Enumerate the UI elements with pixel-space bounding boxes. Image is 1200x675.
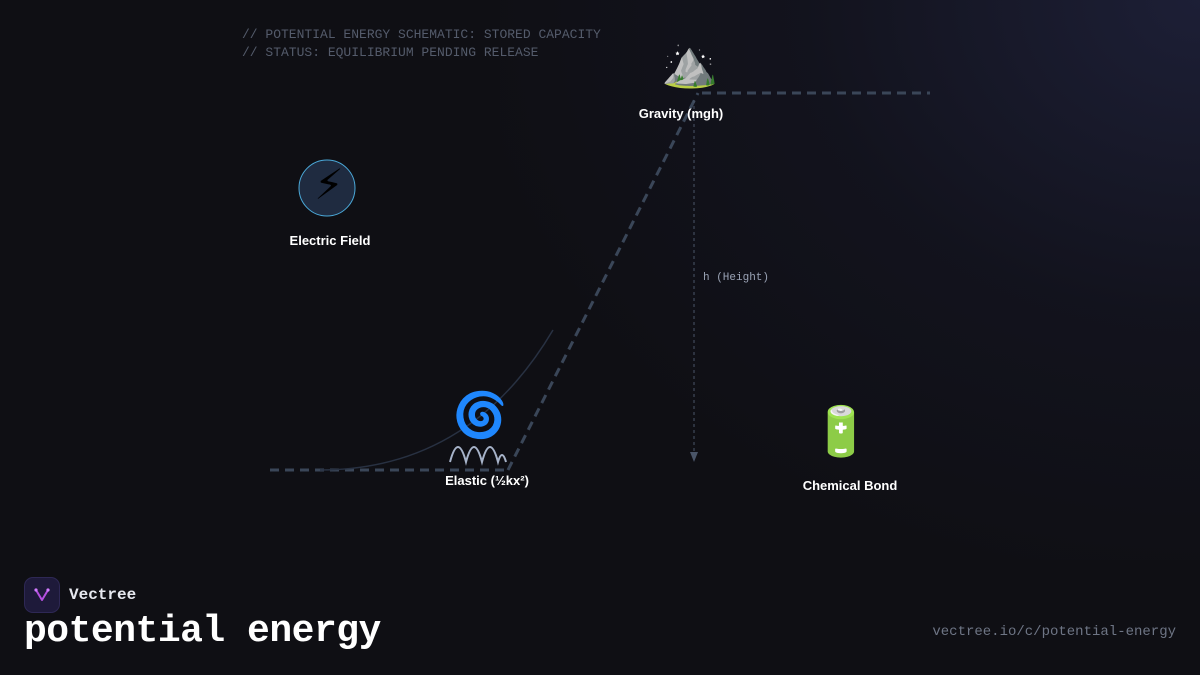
gravity-label: Gravity (mgh) xyxy=(638,106,724,121)
brand-name: Vectree xyxy=(69,586,137,604)
chemical-bond-label: Chemical Bond xyxy=(802,478,898,493)
elastic-label: Elastic (½kx²) xyxy=(445,473,529,488)
spring-icon: 🌀 xyxy=(452,390,508,441)
lightning-icon: ⚡ xyxy=(314,160,344,209)
height-label: h (Height) xyxy=(703,272,770,284)
height-arrow-head xyxy=(690,452,698,462)
battery-icon: 🔋 xyxy=(811,404,871,460)
page-title: potential energy xyxy=(24,610,381,653)
schematic-comment-line-1: // POTENTIAL ENERGY SCHEMATIC: STORED CA… xyxy=(242,27,601,42)
schematic-comment-line-2: // STATUS: EQUILIBRIUM PENDING RELEASE xyxy=(242,45,539,60)
page-url[interactable]: vectree.io/c/potential-energy xyxy=(932,624,1176,640)
brand: Vectree xyxy=(24,577,136,613)
mountain-icon: ⛰️ xyxy=(661,36,719,90)
trajectory-curve xyxy=(319,329,554,471)
electric-icon-circle xyxy=(298,159,356,217)
incline-line xyxy=(506,92,700,471)
electric-field-label: Electric Field xyxy=(289,233,371,248)
spring-coil xyxy=(449,446,507,466)
vectree-logo-icon xyxy=(24,577,60,613)
